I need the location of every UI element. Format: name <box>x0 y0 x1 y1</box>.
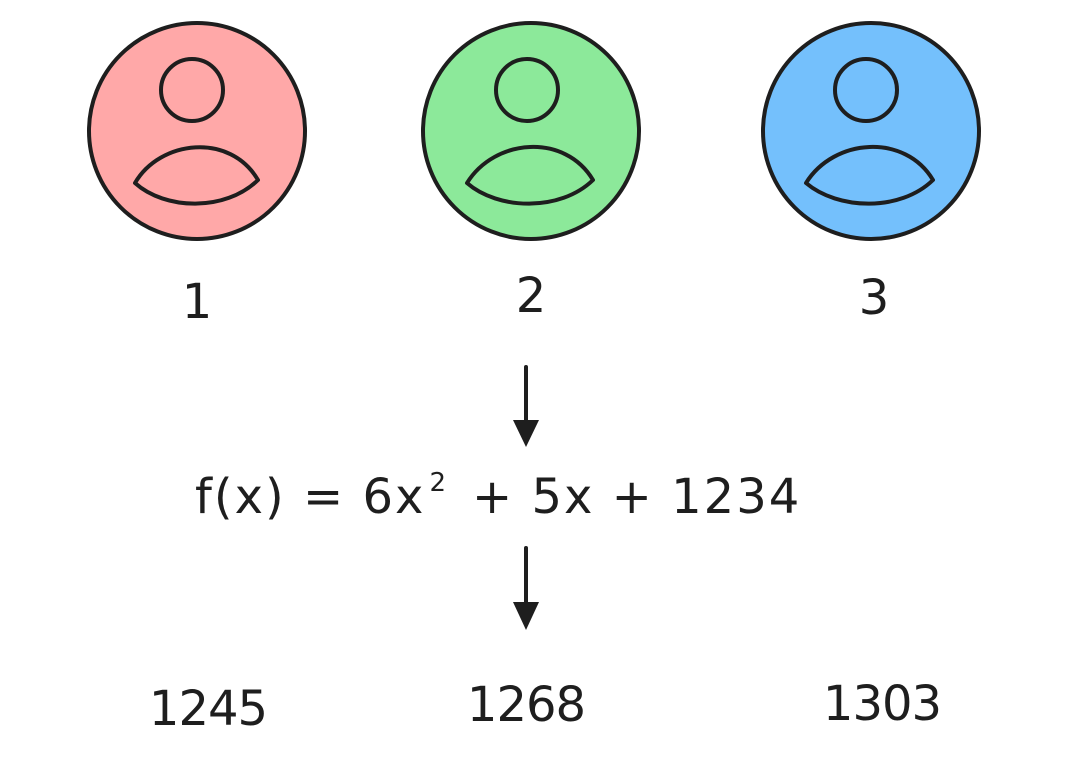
user-label-1: 1 <box>182 274 213 330</box>
avatar-circle-3 <box>761 21 981 241</box>
result-value-2: 1268 <box>467 677 585 733</box>
formula-lhs: f(x) = 6x <box>195 469 425 525</box>
user-icon <box>465 57 595 206</box>
arrow-down-icon <box>513 546 539 630</box>
user-label-2: 2 <box>516 268 547 324</box>
result-value-1: 1245 <box>149 681 267 737</box>
avatar-circle-2 <box>421 21 641 241</box>
user-avatar-2 <box>421 21 641 241</box>
avatar-circle-1 <box>87 21 307 241</box>
user-avatar-1 <box>87 21 307 241</box>
user-icon <box>804 57 935 206</box>
arrow-down-icon <box>513 365 539 447</box>
result-value-3: 1303 <box>823 676 941 732</box>
user-avatar-3 <box>761 21 981 241</box>
user-icon <box>133 57 260 206</box>
formula-exponent: 2 <box>429 468 448 498</box>
user-label-3: 3 <box>859 270 890 326</box>
formula-rhs: + 5x + 1234 <box>472 469 801 525</box>
